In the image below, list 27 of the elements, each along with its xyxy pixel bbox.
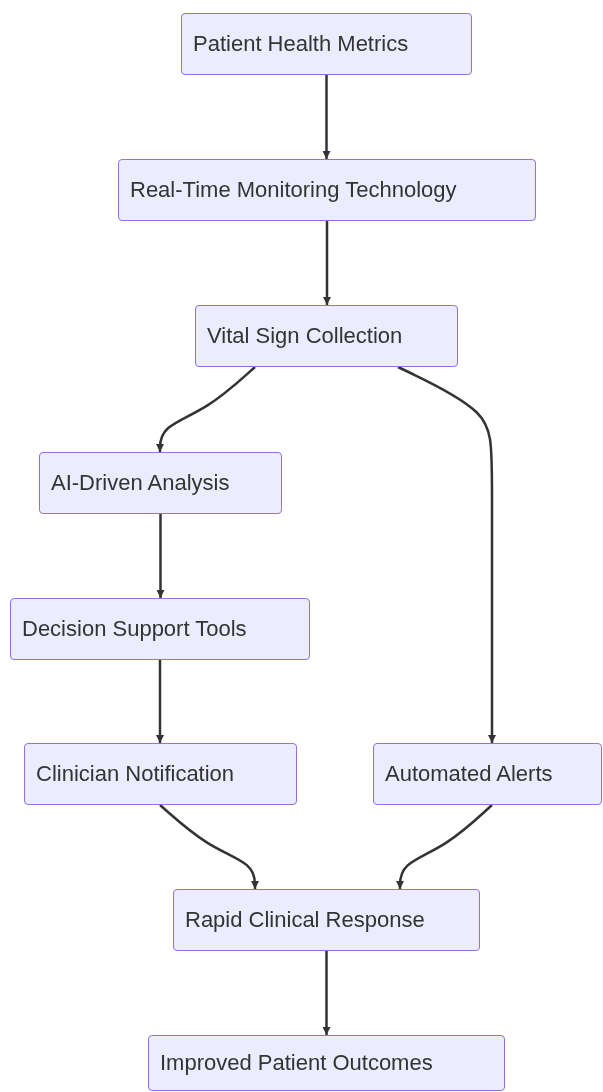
process-box: [118, 159, 536, 221]
process-box: [373, 743, 602, 805]
process-box: [24, 743, 297, 805]
arrow: [156, 660, 164, 743]
box-label: Vital Sign Collection: [207, 323, 403, 349]
box-label: Decision Support Tools: [22, 616, 247, 642]
box-label: Patient Health Metrics: [193, 31, 409, 57]
arrow: [156, 366, 256, 452]
arrow: [396, 804, 493, 889]
process-box: [10, 598, 310, 660]
box-label: Clinician Notification: [36, 761, 235, 787]
arrow: [156, 514, 165, 598]
arrow: [159, 804, 259, 889]
box-label: Improved Patient Outcomes: [160, 1050, 433, 1076]
arrow: [397, 365, 496, 743]
process-box: [39, 452, 282, 514]
arrow: [322, 951, 331, 1035]
process-box: [195, 305, 458, 367]
process-box: [173, 889, 480, 951]
arrow: [323, 221, 331, 305]
box-label: AI-Driven Analysis: [51, 470, 230, 496]
box-label: Real-Time Monitoring Technology: [130, 177, 457, 203]
process-box: [148, 1035, 505, 1091]
arrow: [322, 75, 331, 159]
process-box: [181, 13, 472, 75]
box-label: Automated Alerts: [385, 761, 553, 787]
box-label: Rapid Clinical Response: [185, 907, 425, 933]
